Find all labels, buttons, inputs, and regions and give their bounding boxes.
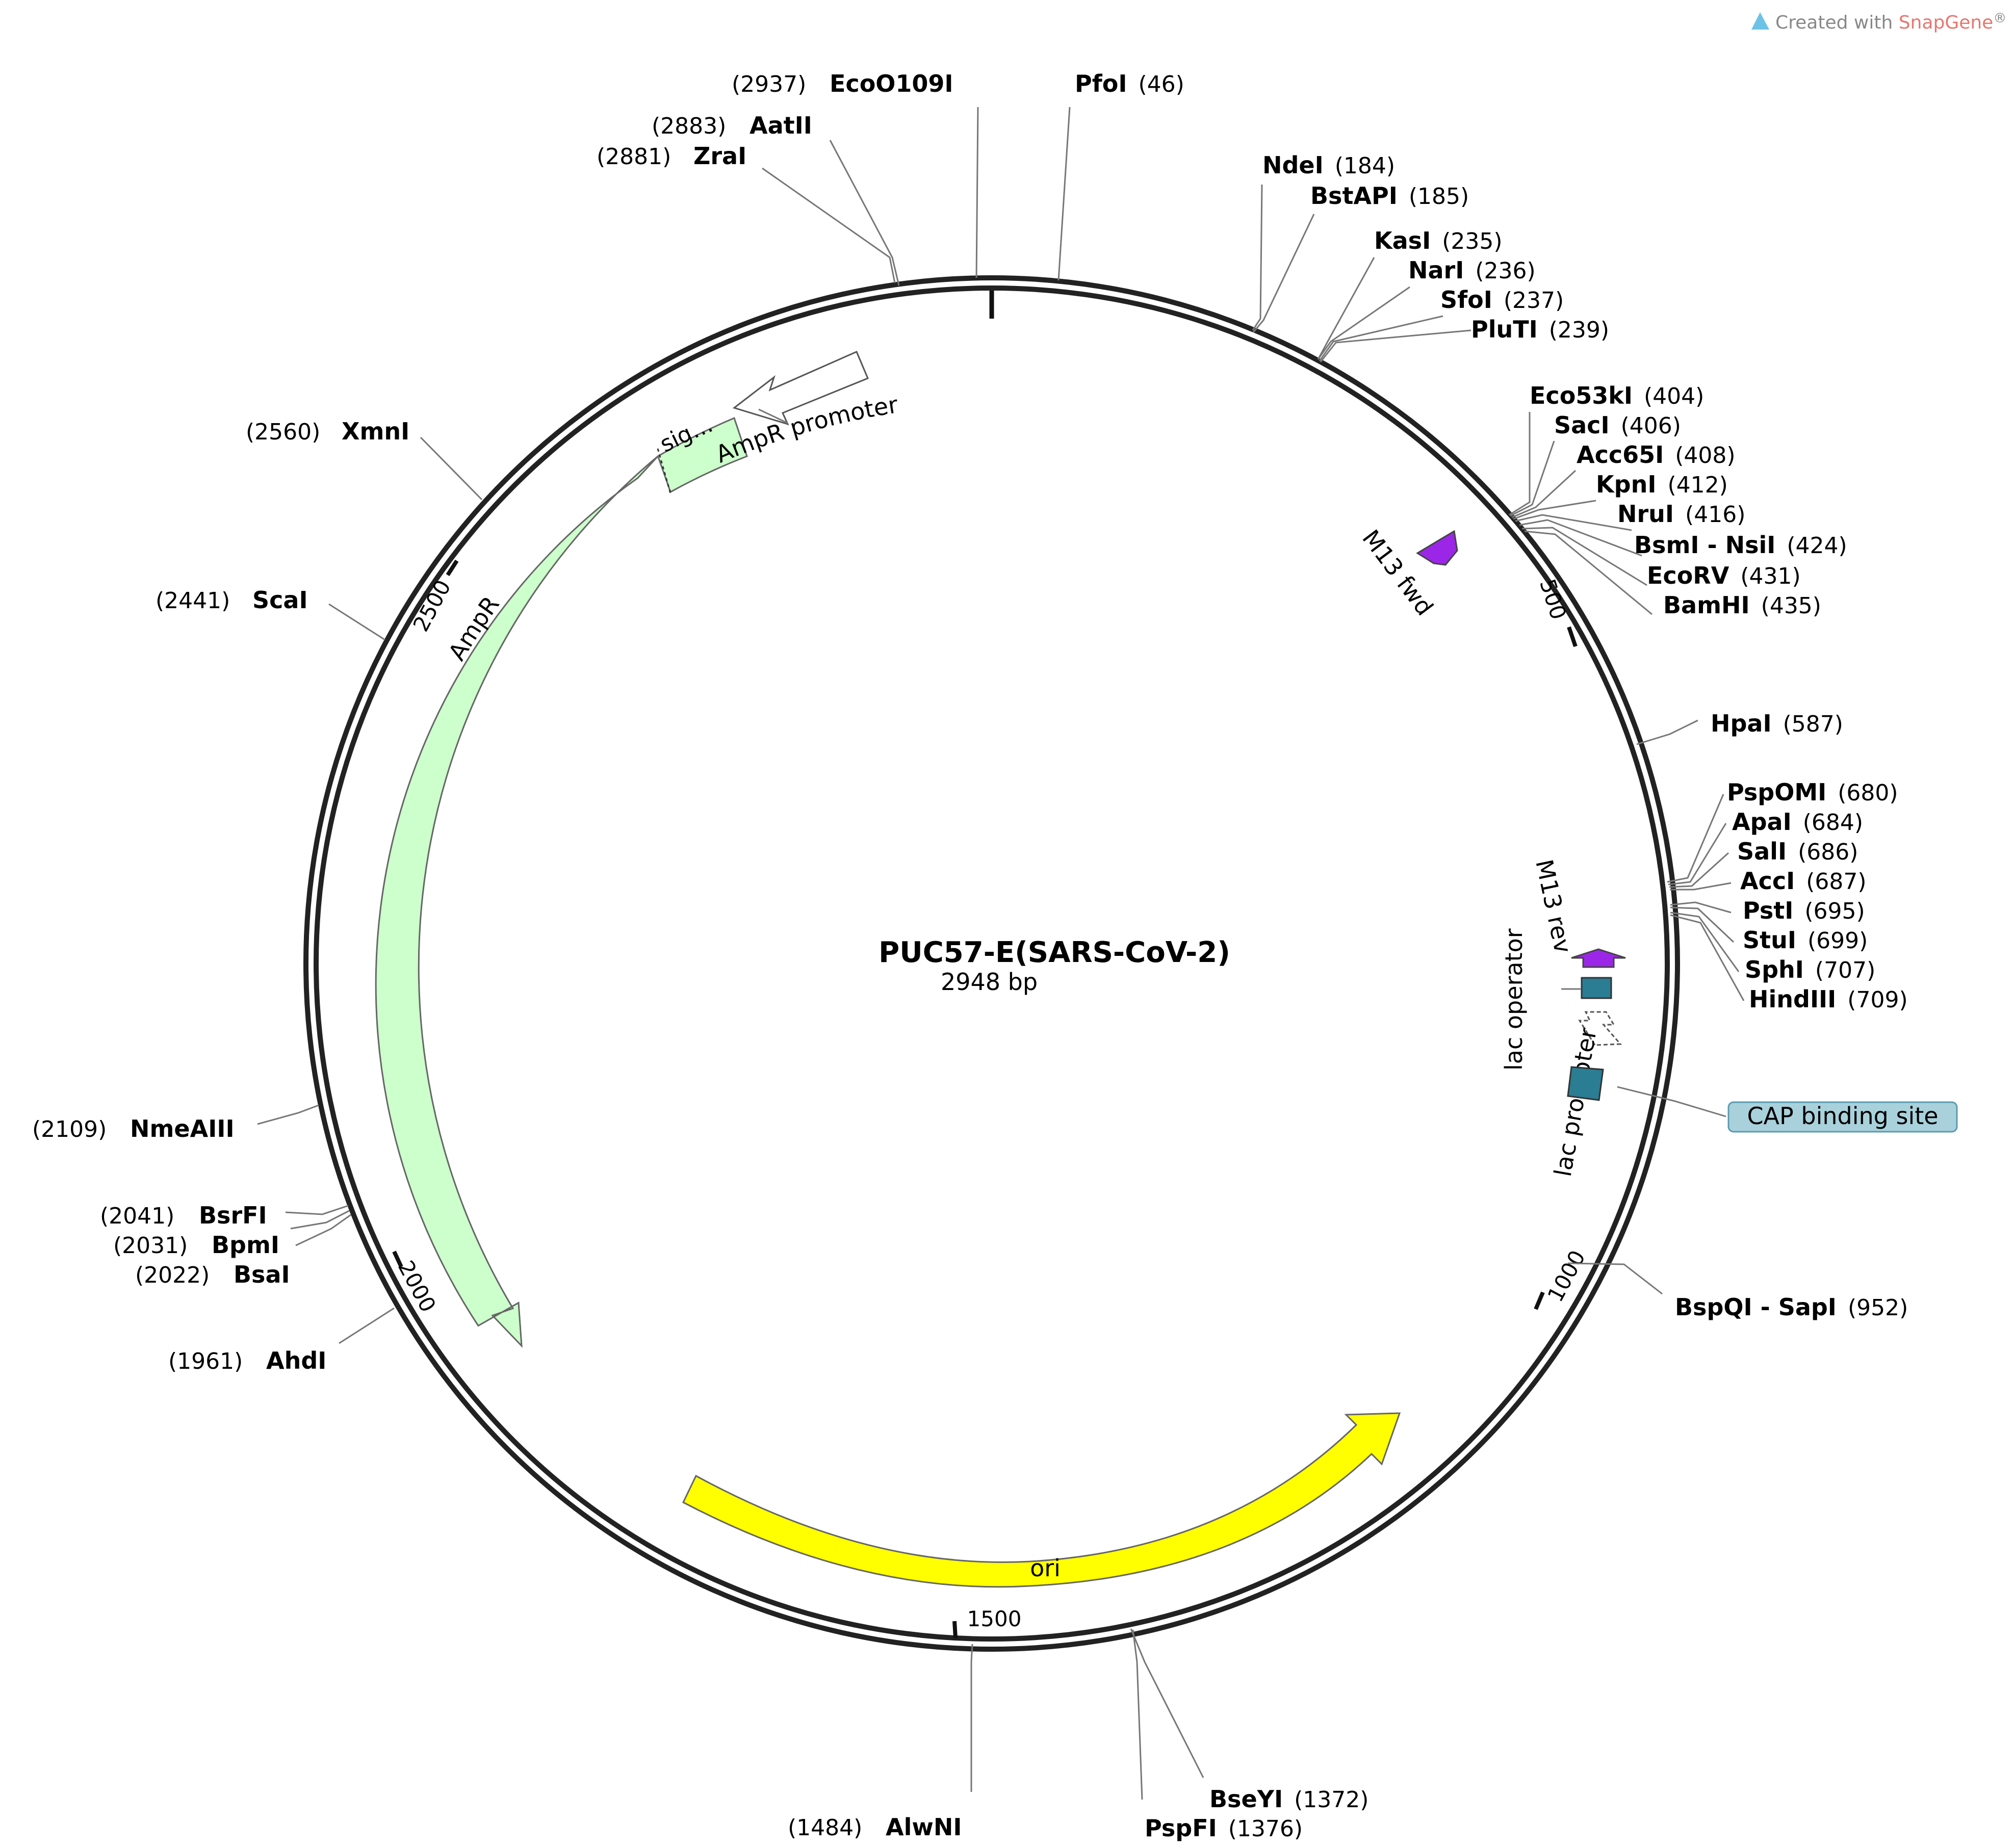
enzyme-PluTI[interactable]: PluTI(239) xyxy=(1471,316,1609,343)
feature-lac-operator[interactable]: lac operator xyxy=(1500,928,1612,1071)
ori-label: ori xyxy=(1030,1554,1061,1582)
enzyme-NdeI[interactable]: NdeI(184) xyxy=(1262,151,1395,179)
m13-rev-primer-icon xyxy=(1571,948,1626,968)
enzyme-PspFI[interactable]: PspFI(1376) xyxy=(1145,1814,1303,1842)
enzyme-PstI[interactable]: PstI(695) xyxy=(1743,897,1865,924)
feature-m13-rev[interactable]: M13 rev xyxy=(1530,857,1626,968)
enzyme-ScaI[interactable]: ScaI(2441) xyxy=(156,586,308,614)
cap-label-box xyxy=(1727,1101,1958,1133)
enzyme-AccI[interactable]: AccI(687) xyxy=(1740,867,1867,895)
watermark-mark: ® xyxy=(1993,11,2006,26)
plasmid-backbone xyxy=(303,275,1680,1652)
enzyme-BamHI[interactable]: BamHI(435) xyxy=(1663,591,1821,619)
lac-operator-label: lac operator xyxy=(1500,928,1528,1071)
feature-ampr-promoter[interactable]: AmpR promoter xyxy=(712,351,900,468)
plasmid-name: PUC57-E(SARS-CoV-2) xyxy=(879,936,1230,969)
svg-text:Created with SnapGene®: Created with SnapGene® xyxy=(1775,11,2006,33)
enzyme-SalI[interactable]: SalI(686) xyxy=(1737,838,1858,865)
enzyme-SphI[interactable]: SphI(707) xyxy=(1745,956,1875,983)
enzyme-Acc65I[interactable]: Acc65I(408) xyxy=(1577,441,1736,468)
enzyme-BseYI[interactable]: BseYI(1372) xyxy=(1209,1785,1369,1813)
enzyme-AlwNI[interactable]: AlwNI(1484) xyxy=(788,1813,962,1841)
m13-fwd-primer-icon xyxy=(1416,530,1458,566)
tick-2500: 2500 xyxy=(408,559,459,636)
m13-rev-label: M13 rev xyxy=(1530,857,1577,955)
tick-500: 500 xyxy=(1535,576,1578,647)
enzyme-AhdI[interactable]: AhdI(1961) xyxy=(168,1347,326,1374)
tick-label-2500: 2500 xyxy=(408,576,455,636)
signal-segment-icon xyxy=(657,417,748,493)
enzyme-AatII[interactable]: AatII(2883) xyxy=(652,112,812,139)
plasmid-length: 2948 bp xyxy=(941,968,1038,996)
enzyme-leader-lines xyxy=(257,107,1745,1800)
enzyme-BsrFI[interactable]: BsrFI(2041) xyxy=(100,1202,267,1229)
enzyme-BspQI-SapI[interactable]: BspQI - SapI(952) xyxy=(1675,1293,1908,1321)
enzyme-EcoO109I[interactable]: EcoO109I(2937) xyxy=(732,70,953,97)
enzyme-NmeAIII[interactable]: NmeAIII(2109) xyxy=(32,1115,235,1142)
enzyme-HindIII[interactable]: HindIII(709) xyxy=(1749,985,1908,1013)
enzyme-BpmI[interactable]: BpmI(2031) xyxy=(113,1231,279,1259)
watermark-brand: SnapGene xyxy=(1899,12,1994,33)
enzyme-BsaI[interactable]: BsaI(2022) xyxy=(135,1261,290,1288)
enzyme-SacI[interactable]: SacI(406) xyxy=(1554,411,1681,439)
ori-arrow-icon xyxy=(682,1412,1401,1588)
cap-site-box-icon xyxy=(1567,1066,1604,1101)
enzyme-KasI[interactable]: KasI(235) xyxy=(1374,227,1503,254)
enzyme-ApaI[interactable]: ApaI(684) xyxy=(1732,808,1863,836)
enzyme-Eco53kI[interactable]: Eco53kI(404) xyxy=(1530,382,1704,409)
enzyme-BstAPI[interactable]: BstAPI(185) xyxy=(1310,182,1469,210)
enzyme-PfoI[interactable]: PfoI(46) xyxy=(1075,70,1184,97)
snapgene-watermark: Created with SnapGene® xyxy=(1751,11,2006,33)
tick-label-1000: 1000 xyxy=(1542,1246,1590,1306)
lac-promoter-open-arrow-icon xyxy=(1578,1011,1622,1046)
enzyme-SfoI[interactable]: SfoI(237) xyxy=(1440,286,1564,314)
tick-1000: 1000 xyxy=(1534,1246,1590,1310)
enzyme-PspOMI[interactable]: PspOMI(680) xyxy=(1727,778,1898,806)
enzyme-KpnI[interactable]: KpnI(412) xyxy=(1596,471,1728,498)
enzyme-NruI[interactable]: NruI(416) xyxy=(1617,500,1745,528)
tick-1500: 1500 xyxy=(952,1606,1022,1638)
lac-promoter-label: lac promoter xyxy=(1549,1026,1602,1179)
enzyme-NarI[interactable]: NarI(236) xyxy=(1408,256,1536,284)
ampr-arrow-icon xyxy=(375,455,659,1348)
feature-m13-fwd[interactable]: M13 fwd xyxy=(1357,525,1458,620)
watermark-prefix: Created with xyxy=(1775,12,1899,33)
snapgene-logo-icon xyxy=(1751,12,1769,30)
feature-cap-binding-site[interactable]: CAP binding site xyxy=(1567,1066,1958,1133)
enzyme-EcoRV[interactable]: EcoRV(431) xyxy=(1647,562,1801,589)
m13-fwd-label: M13 fwd xyxy=(1357,525,1439,620)
lac-operator-box-icon xyxy=(1581,977,1612,999)
enzyme-StuI[interactable]: StuI(699) xyxy=(1743,926,1868,954)
enzyme-ZraI[interactable]: ZraI(2881) xyxy=(597,142,746,170)
feature-ori[interactable]: ori xyxy=(682,1412,1401,1588)
enzyme-XmnI[interactable]: XmnI(2560) xyxy=(246,418,409,445)
enzyme-labels: EcoO109I(2937) PfoI(46) AatII(2883) ZraI… xyxy=(32,70,1908,1842)
enzyme-HpaI[interactable]: HpaI(587) xyxy=(1711,710,1843,737)
enzyme-BsmI-NsiI[interactable]: BsmI - NsiI(424) xyxy=(1634,531,1847,559)
cap-label: CAP binding site xyxy=(1747,1102,1938,1130)
tick-label-1500: 1500 xyxy=(967,1606,1022,1631)
tick-label-500: 500 xyxy=(1535,576,1571,622)
